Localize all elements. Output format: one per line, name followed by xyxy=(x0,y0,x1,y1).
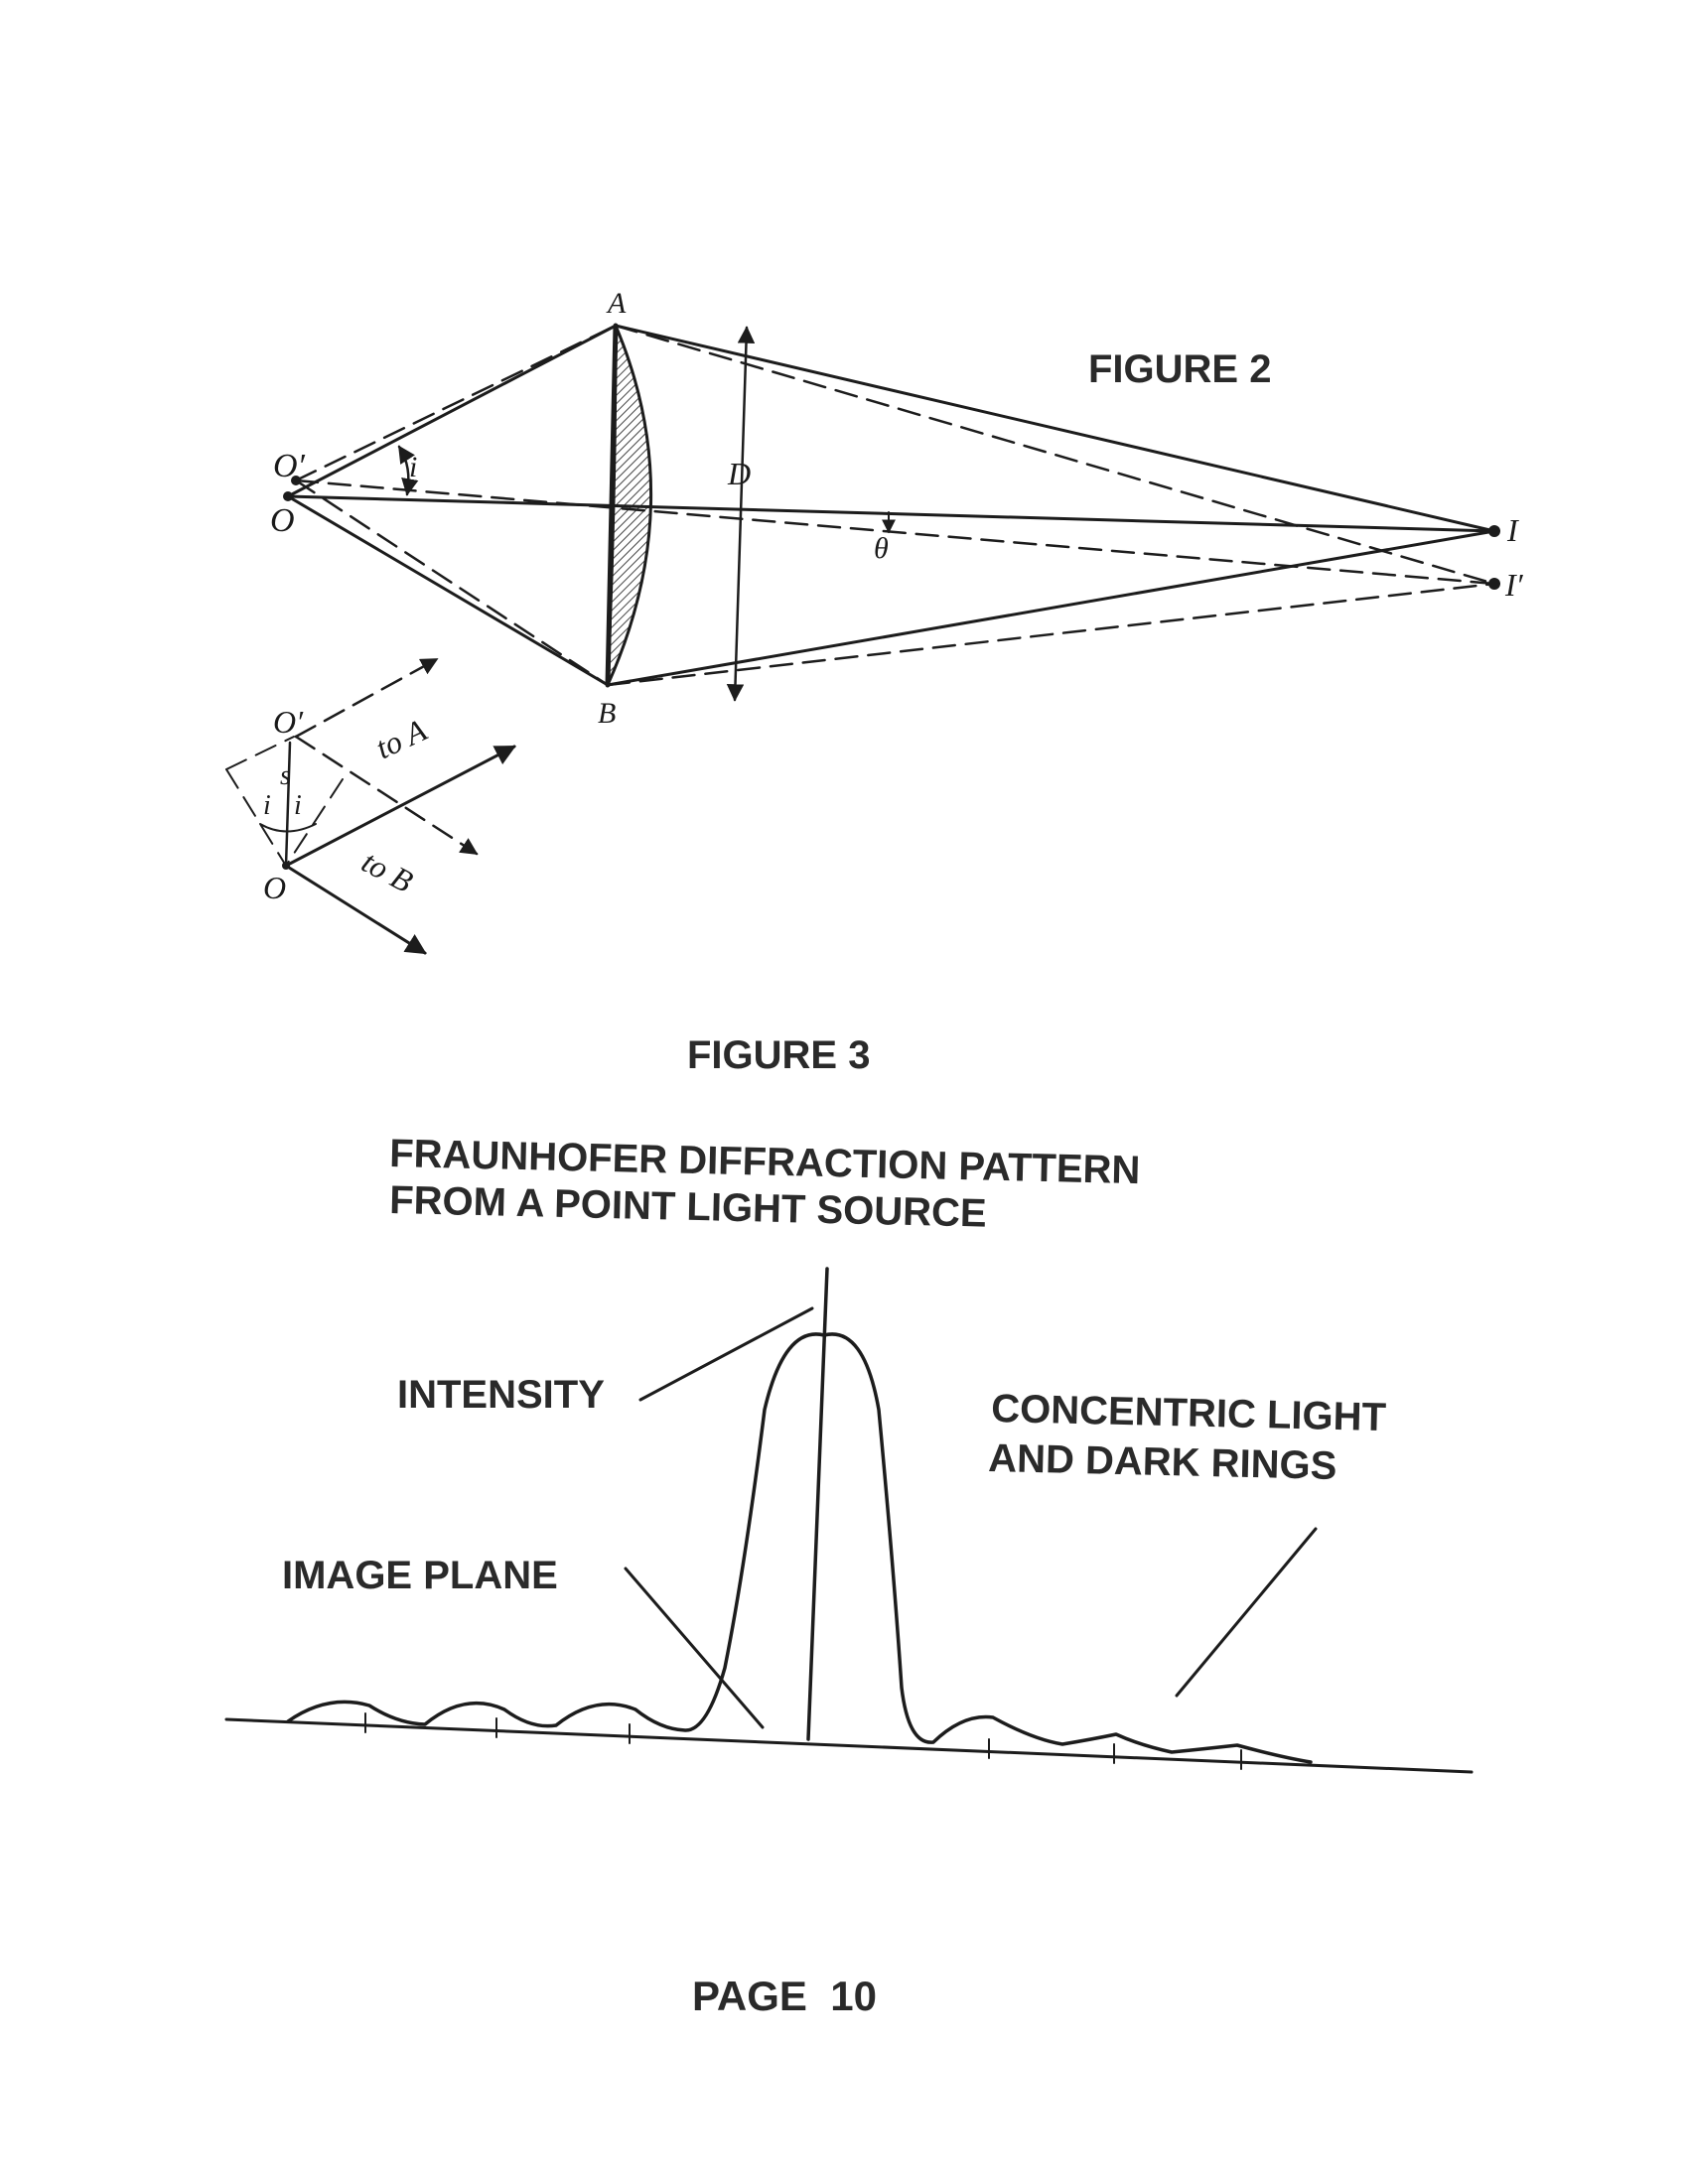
intensity-axis xyxy=(806,1267,829,1741)
inset-label-to-B: to B xyxy=(356,843,419,898)
angle-i-arc xyxy=(397,445,419,496)
label-O-prime: O′ xyxy=(273,448,306,484)
inset-label-O: O xyxy=(263,870,286,905)
label-O: O xyxy=(270,502,295,539)
label-A: A xyxy=(606,287,627,320)
diffraction-intensity-curve xyxy=(286,1332,1313,1764)
figure-2-caption: FIGURE 2 xyxy=(1088,347,1271,391)
label-I: I xyxy=(1506,512,1519,548)
point-I-prime xyxy=(1488,578,1500,590)
inset-label-i-left: i xyxy=(263,790,271,821)
label-intensity: INTENSITY xyxy=(397,1373,605,1417)
inset-label-O-prime: O′ xyxy=(273,704,304,740)
label-i: i xyxy=(409,451,417,483)
inset-label-s: s xyxy=(280,760,291,791)
page-number: PAGE 10 xyxy=(692,1973,877,2019)
figure-2-diagram: A B O′ O i D θ I I′ FIGURE 2 O′ s i i O … xyxy=(225,287,1524,955)
label-I-prime: I′ xyxy=(1504,567,1524,603)
image-plane-axis xyxy=(224,1717,1474,1774)
dashed-rays xyxy=(294,324,1496,687)
intensity-leader-line xyxy=(638,1306,814,1402)
rings-leader-line xyxy=(1175,1527,1318,1698)
figure-3-caption: FIGURE 3 xyxy=(687,1033,870,1077)
label-rings-line-2: AND DARK RINGS xyxy=(988,1436,1337,1488)
figure-2-inset: O′ s i i O to A to B xyxy=(225,657,516,955)
figure-3-title-line-2: FROM A POINT LIGHT SOURCE xyxy=(389,1178,987,1236)
solid-rays xyxy=(286,324,1496,687)
point-I xyxy=(1488,525,1500,537)
label-D: D xyxy=(727,456,751,491)
point-O-prime xyxy=(291,476,301,485)
inset-label-i-right: i xyxy=(294,790,302,821)
inset-label-to-A: to A xyxy=(370,712,433,766)
label-image-plane: IMAGE PLANE xyxy=(282,1554,558,1597)
axis-tick-marks xyxy=(364,1712,1242,1770)
label-theta: θ xyxy=(874,532,889,565)
label-rings-line-1: CONCENTRIC LIGHT xyxy=(991,1387,1387,1439)
figure-3-diagram: FIGURE 3 FRAUNHOFER DIFFRACTION PATTERN … xyxy=(224,1033,1474,1774)
point-O xyxy=(283,491,293,501)
image-plane-leader-line xyxy=(624,1567,765,1729)
label-B: B xyxy=(598,697,616,730)
aperture-dimension-arrow xyxy=(726,326,756,702)
